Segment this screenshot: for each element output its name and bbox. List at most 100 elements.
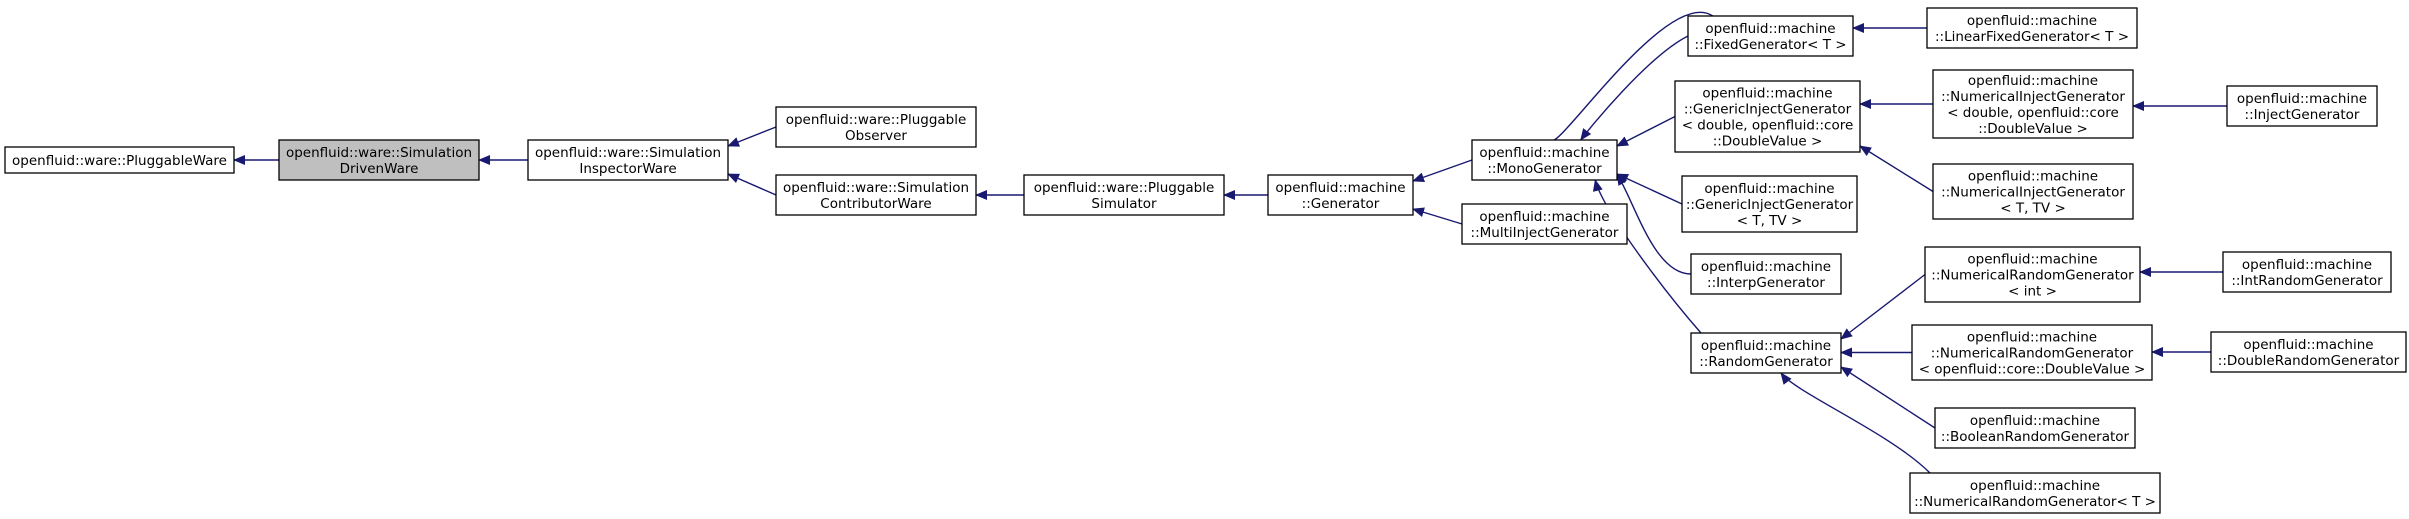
inheritance-edge-numerical-inject-generator-t-tv-to-generic-inject-generator-double	[1859, 145, 1934, 193]
class-node-label: ::GenericInjectGenerator	[1686, 197, 1854, 213]
class-node-label: openfluid::machine	[1275, 180, 1405, 196]
inheritance-edge-numerical-random-generator-t-to-random-generator	[1780, 372, 1931, 474]
class-node-label: InspectorWare	[579, 161, 676, 177]
class-node-box	[1932, 163, 2134, 220]
class-node-label: openfluid::ware::Simulation	[535, 145, 721, 161]
class-node-label: ::FixedGenerator< T >	[1694, 37, 1846, 53]
inheritance-edge-mono-generator-to-generator	[1412, 159, 1473, 183]
class-node-box	[2222, 251, 2392, 293]
class-node-pluggable-ware[interactable]: openfluid::ware::PluggableWare	[4, 146, 235, 174]
class-node-numerical-random-generator-double[interactable]: openfluid::machine::NumericalRandomGener…	[1911, 324, 2153, 381]
class-node-box	[775, 174, 977, 216]
class-node-label: ::LinearFixedGenerator< T >	[1935, 29, 2129, 45]
class-node-label: ::NumericalRandomGenerator	[1931, 268, 2134, 284]
class-node-label: ::InjectGenerator	[2245, 107, 2360, 123]
class-node-box	[1687, 15, 1854, 57]
class-node-label: openfluid::machine	[1704, 181, 1834, 197]
class-node-label: Observer	[845, 128, 907, 144]
class-node-box	[1924, 246, 2141, 303]
class-node-inject-generator[interactable]: openfluid::machine::InjectGenerator	[2226, 85, 2378, 127]
inheritance-edge-interp-generator-to-mono-generator	[1616, 173, 1692, 275]
class-node-generic-inject-generator-double[interactable]: openfluid::machine::GenericInjectGenerat…	[1674, 80, 1861, 153]
class-node-box	[2226, 85, 2378, 127]
inheritance-edge-boolean-random-generator-to-random-generator	[1840, 366, 1936, 429]
class-node-label: ::InterpGenerator	[1707, 275, 1825, 291]
class-node-numerical-inject-generator-t-tv[interactable]: openfluid::machine::NumericalInjectGener…	[1932, 163, 2134, 220]
class-node-label: < T, TV >	[2000, 201, 2066, 217]
class-node-mono-generator[interactable]: openfluid::machine::MonoGenerator	[1471, 139, 1618, 181]
class-node-label: ::Generator	[1302, 196, 1380, 212]
class-node-box	[278, 139, 480, 181]
class-node-interp-generator[interactable]: openfluid::machine::InterpGenerator	[1690, 253, 1842, 295]
class-node-label: openfluid::machine	[1967, 330, 2097, 346]
class-node-int-random-generator[interactable]: openfluid::machine::IntRandomGenerator	[2222, 251, 2392, 293]
class-node-box	[1926, 7, 2138, 49]
class-node-label: openfluid::machine	[1968, 169, 2098, 185]
class-node-label: openfluid::machine	[2242, 257, 2372, 273]
class-node-boolean-random-generator[interactable]: openfluid::machine::BooleanRandomGenerat…	[1934, 407, 2136, 449]
class-node-label: openfluid::ware::PluggableWare	[12, 153, 227, 169]
class-node-label: ::IntRandomGenerator	[2231, 273, 2383, 289]
class-node-box	[775, 106, 977, 148]
class-node-random-generator[interactable]: openfluid::machine::RandomGenerator	[1690, 332, 1842, 374]
class-node-simulation-contributor-ware[interactable]: openfluid::ware::SimulationContributorWa…	[775, 174, 977, 216]
class-node-label: ::NumericalRandomGenerator< T >	[1914, 494, 2156, 510]
class-node-double-random-generator[interactable]: openfluid::machine::DoubleRandomGenerato…	[2210, 331, 2407, 373]
class-node-linear-fixed-generator-t[interactable]: openfluid::machine::LinearFixedGenerator…	[1926, 7, 2138, 49]
class-node-numerical-random-generator-int[interactable]: openfluid::machine::NumericalRandomGener…	[1924, 246, 2141, 303]
class-node-label: openfluid::machine	[1701, 259, 1831, 275]
class-node-label: openfluid::machine	[1702, 86, 1832, 102]
class-node-label: ::DoubleRandomGenerator	[2218, 353, 2400, 369]
inheritance-edge-fixed-generator-t-to-mono-generator	[1551, 11, 1714, 152]
class-node-label: ::DoubleValue >	[1713, 134, 1823, 150]
class-node-box	[1267, 174, 1414, 216]
class-node-label: ::DoubleValue >	[1978, 121, 2088, 137]
class-node-label: openfluid::machine	[1967, 252, 2097, 268]
class-node-label: openfluid::machine	[1970, 478, 2100, 494]
class-node-generic-inject-generator-t-tv[interactable]: openfluid::machine::GenericInjectGenerat…	[1681, 175, 1858, 233]
class-node-multi-inject-generator[interactable]: openfluid::machine::MultiInjectGenerator	[1461, 203, 1628, 245]
class-node-box	[527, 139, 729, 181]
inheritance-edge-generic-inject-generator-double-to-mono-generator	[1616, 115, 1676, 147]
inheritance-edge-multi-inject-generator-to-generator	[1412, 207, 1463, 225]
class-node-label: ::RandomGenerator	[1699, 354, 1833, 370]
class-node-box	[1690, 253, 1842, 295]
inheritance-edge-random-generator-to-mono-generator	[1592, 179, 1702, 334]
class-node-label: openfluid::machine	[1968, 73, 2098, 89]
class-node-numerical-inject-generator-double[interactable]: openfluid::machine::NumericalInjectGener…	[1932, 69, 2134, 139]
class-node-box	[1674, 80, 1861, 153]
class-node-label: Simulator	[1091, 196, 1157, 212]
class-node-fixed-generator-t[interactable]: openfluid::machine::FixedGenerator< T >	[1687, 15, 1854, 57]
class-node-label: ::GenericInjectGenerator	[1684, 102, 1852, 118]
class-node-label: ContributorWare	[820, 196, 931, 212]
class-node-label: ::NumericalInjectGenerator	[1941, 89, 2125, 105]
class-node-label: openfluid::machine	[1967, 13, 2097, 29]
inheritance-edge-numerical-random-generator-int-to-random-generator	[1840, 273, 1926, 340]
class-node-box	[4, 146, 235, 174]
class-node-box	[1934, 407, 2136, 449]
class-node-box	[1471, 139, 1618, 181]
class-node-label: openfluid::ware::Simulation	[286, 145, 472, 161]
class-node-label: openfluid::machine	[2237, 91, 2367, 107]
class-node-box	[1023, 174, 1225, 216]
class-node-label: < openfluid::core::DoubleValue >	[1919, 362, 2146, 378]
class-node-label: < int >	[2008, 284, 2057, 300]
inheritance-edge-generic-inject-generator-t-tv-to-mono-generator	[1616, 173, 1683, 205]
class-node-numerical-random-generator-t[interactable]: openfluid::machine::NumericalRandomGener…	[1909, 472, 2161, 514]
class-node-generator[interactable]: openfluid::machine::Generator	[1267, 174, 1414, 216]
class-node-box	[1911, 324, 2153, 381]
inheritance-edge-simulation-contributor-ware-to-simulation-inspector-ware	[727, 173, 777, 196]
class-node-label: < double, openfluid::core	[1947, 105, 2119, 121]
class-node-label: openfluid::ware::Simulation	[783, 180, 969, 196]
inheritance-edge-pluggable-observer-to-simulation-inspector-ware	[727, 126, 777, 147]
class-node-label: openfluid::ware::Pluggable	[786, 112, 967, 128]
class-node-box	[2210, 331, 2407, 373]
class-node-label: ::MultiInjectGenerator	[1471, 225, 1619, 241]
class-node-box	[1932, 69, 2134, 139]
